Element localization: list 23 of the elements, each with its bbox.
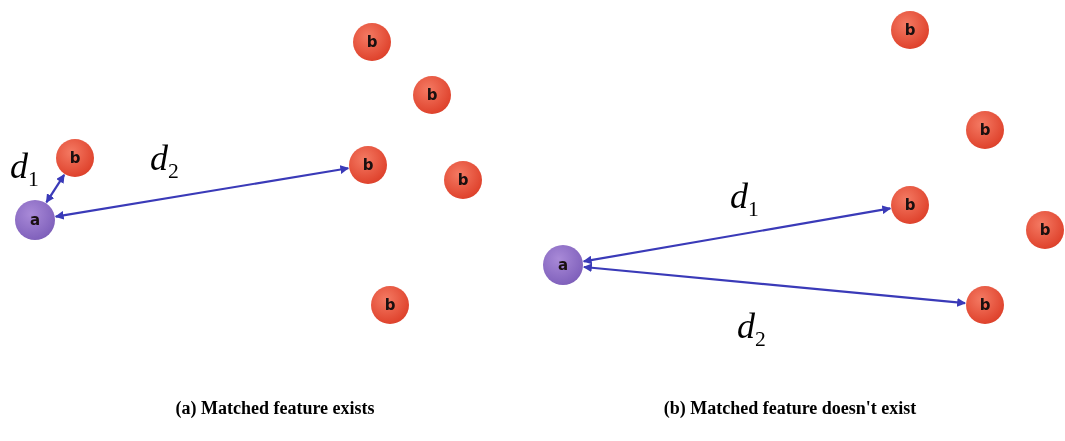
double-arrow (582, 205, 892, 265)
feature-point-circle: b (966, 111, 1004, 149)
panel-caption: (a) Matched feature exists (175, 398, 375, 419)
double-arrow (45, 174, 66, 204)
feature-point-circle: b (353, 23, 391, 61)
edge-label: d$_{2}$ (736, 308, 767, 351)
feature-point-circle: b (444, 161, 482, 199)
edge-label: d$_{2}$ (149, 140, 180, 183)
double-arrow (583, 263, 966, 307)
feature-point-circle: b (349, 146, 387, 184)
feature-point-circle: b (966, 286, 1004, 324)
edge-label: d$_{1}$ (729, 178, 760, 221)
query-point-circle: a (543, 245, 583, 285)
edge-label: d$_{1}$ (9, 148, 40, 191)
feature-point-circle: b (891, 11, 929, 49)
double-arrow (54, 165, 350, 220)
feature-point-circle: b (371, 286, 409, 324)
feature-point-circle: b (413, 76, 451, 114)
feature-point-circle: b (891, 186, 929, 224)
panel-caption: (b) Matched feature doesn't exist (663, 398, 917, 419)
feature-point-circle: b (1026, 211, 1064, 249)
feature-point-circle: b (56, 139, 94, 177)
query-point-circle: a (15, 200, 55, 240)
